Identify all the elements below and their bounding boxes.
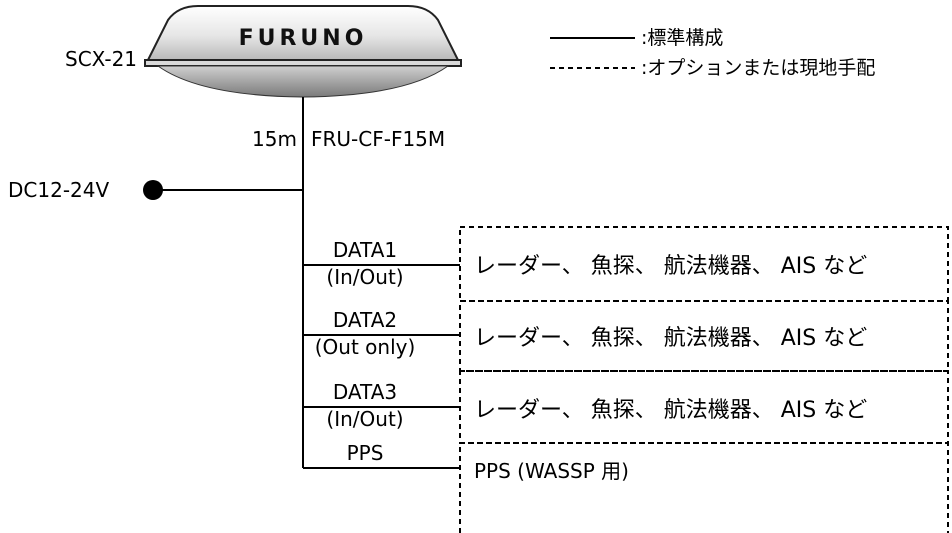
port-name: DATA3 xyxy=(333,380,397,404)
device-label: レーダー、 魚探、 航法機器、 AIS など xyxy=(474,398,867,423)
port-data1: DATA1 (In/Out) レーダー、 魚探、 航法機器、 AIS など xyxy=(303,226,949,302)
legend: :標準構成 :オプションまたは現地手配 xyxy=(550,27,875,79)
antenna-rim xyxy=(144,59,462,67)
port-mode: (In/Out) xyxy=(326,407,403,431)
device-box-optional xyxy=(459,442,949,533)
device-label: PPS (WASSP 用) xyxy=(474,459,629,483)
antenna-dome xyxy=(146,5,460,61)
port-name: DATA2 xyxy=(333,308,397,332)
legend-optional-label: :オプションまたは現地手配 xyxy=(641,57,875,79)
device-label: レーダー、 魚探、 航法機器、 AIS など xyxy=(474,326,867,351)
port-pps: PPS PPS (WASSP 用) xyxy=(303,441,949,533)
port-name: PPS xyxy=(347,441,384,465)
antenna-brand-logo: FURUNO xyxy=(239,26,368,51)
port-data3: DATA3 (In/Out) レーダー、 魚探、 航法機器、 AIS など xyxy=(303,370,949,444)
antenna-model-label: SCX-21 xyxy=(65,47,137,71)
legend-standard-label: :標準構成 xyxy=(641,27,723,49)
port-name: DATA1 xyxy=(333,238,397,262)
cable-length-label: 15m xyxy=(252,127,297,151)
port-mode: (In/Out) xyxy=(326,265,403,289)
port-data2: DATA2 (Out only) レーダー、 魚探、 航法機器、 AIS など xyxy=(303,300,949,372)
cable-model-label: FRU-CF-F15M xyxy=(311,127,445,151)
port-mode: (Out only) xyxy=(315,335,416,359)
antenna-base xyxy=(156,65,450,98)
antenna-unit: FURUNO xyxy=(144,5,462,98)
device-label: レーダー、 魚探、 航法機器、 AIS など xyxy=(474,254,867,279)
power-label: DC12-24V xyxy=(8,178,109,202)
